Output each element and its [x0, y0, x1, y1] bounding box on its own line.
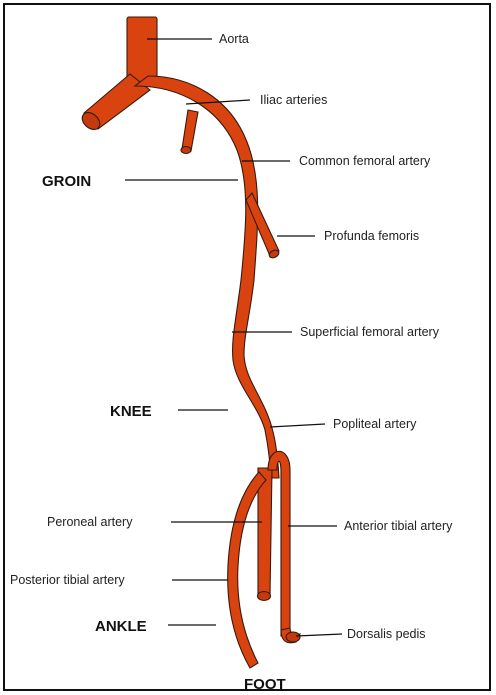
leader-dorsalis-pedis: [296, 634, 342, 636]
region-knee: KNEE: [110, 403, 152, 420]
internal-iliac-vessel: [182, 110, 198, 151]
label-profunda: Profunda femoris: [324, 229, 419, 243]
label-iliac: Iliac arteries: [260, 93, 327, 107]
internal-iliac-end: [181, 147, 191, 154]
peroneal-end: [258, 592, 271, 601]
label-aorta: Aorta: [219, 32, 249, 46]
femoral-main-vessel: [135, 76, 279, 478]
region-foot: FOOT: [244, 676, 286, 693]
label-posterior-tibial: Posterior tibial artery: [10, 573, 125, 587]
region-ankle: ANKLE: [95, 618, 147, 635]
label-common-femoral: Common femoral artery: [299, 154, 431, 168]
aorta-vessel: [127, 17, 157, 83]
label-peroneal: Peroneal artery: [47, 515, 133, 529]
leader-popliteal: [270, 424, 325, 427]
region-groin: GROIN: [42, 173, 91, 190]
label-popliteal: Popliteal artery: [333, 417, 417, 431]
label-superficial-femoral: Superficial femoral artery: [300, 325, 440, 339]
label-anterior-tibial: Anterior tibial artery: [344, 519, 453, 533]
artery-tree: [79, 17, 300, 668]
label-dorsalis-pedis: Dorsalis pedis: [347, 627, 426, 641]
dorsalis-pedis-end: [286, 632, 300, 642]
